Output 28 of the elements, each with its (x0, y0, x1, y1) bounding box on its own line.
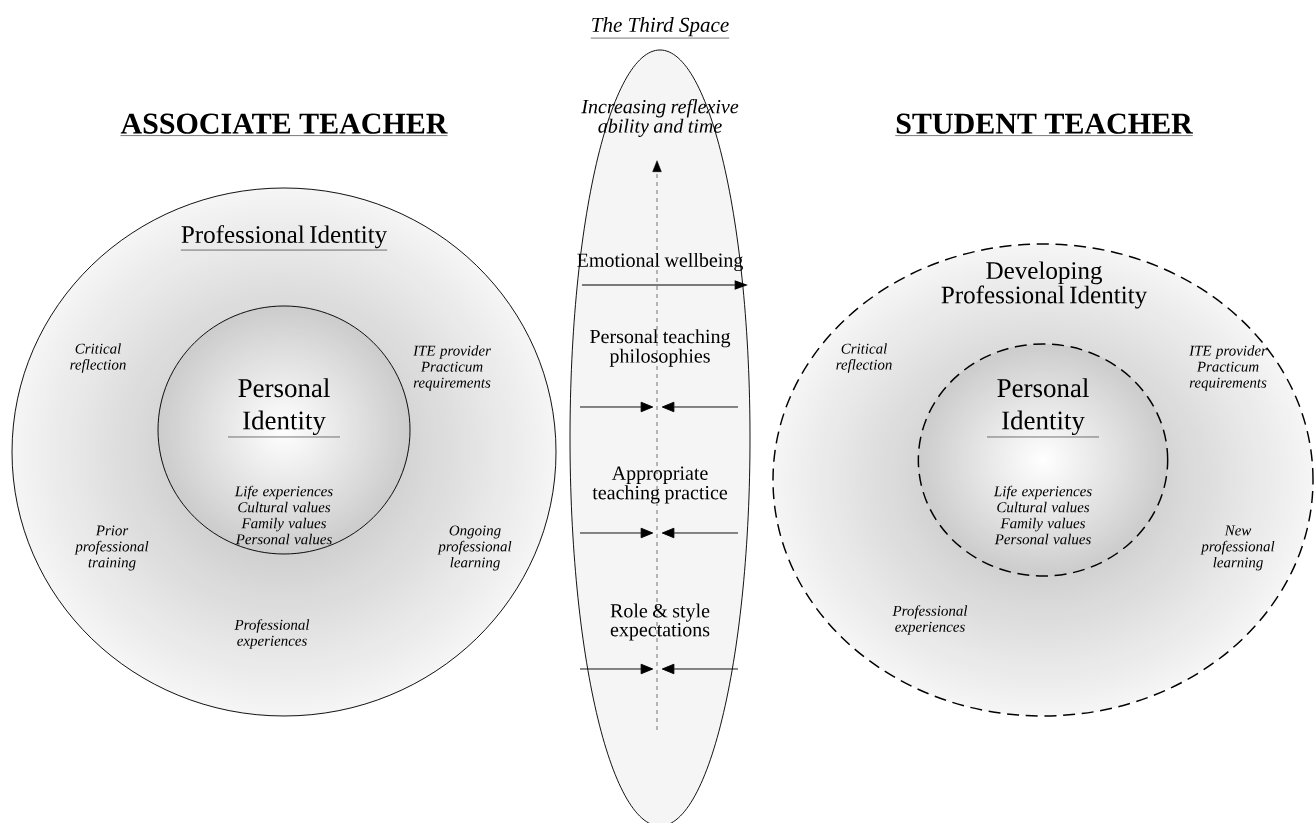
band-label: Role & style expectations (610, 603, 710, 641)
influence-label: Prior professional training (74, 525, 149, 571)
influence-label: Critical reflection (70, 343, 126, 373)
influence-label: Professional experiences (234, 619, 310, 649)
influence-label: New professional learning (1200, 525, 1275, 571)
band-label: Appropriate teaching practice (592, 466, 728, 504)
value-list: Life experiences Cultural values Family values Personal values (234, 485, 333, 545)
value-list: Life experiences Cultural values Family values Personal values (993, 485, 1092, 545)
circle-heading: Professional Identity (180, 225, 388, 251)
identity-circle (157, 305, 411, 555)
circle-heading: Developing Professional Identity (941, 261, 1148, 309)
influence-label: ITE provider Practicum requirements (1189, 345, 1267, 391)
identity-circle (917, 343, 1169, 577)
band-label: Personal teaching philosophies (590, 329, 731, 367)
band-label: Increasing reflexive ability and time (581, 99, 739, 137)
circle-heading: Personal Identity (227, 378, 341, 438)
identity-circle (772, 243, 1314, 717)
section-heading: ASSOCIATE TEACHER (120, 113, 448, 136)
identity-circle (11, 187, 557, 717)
band-label: Emotional wellbeing (577, 252, 743, 272)
circle-heading: Personal Identity (986, 378, 1100, 438)
influence-label: Professional experiences (892, 605, 968, 635)
section-heading: STUDENT TEACHER (894, 113, 1194, 136)
influence-label: Ongoing professional learning (437, 525, 512, 571)
third-space-ellipse (569, 49, 751, 823)
influence-label: ITE provider Practicum requirements (413, 345, 491, 391)
title: The Third Space (590, 17, 730, 39)
influence-label: Critical reflection (836, 343, 892, 373)
